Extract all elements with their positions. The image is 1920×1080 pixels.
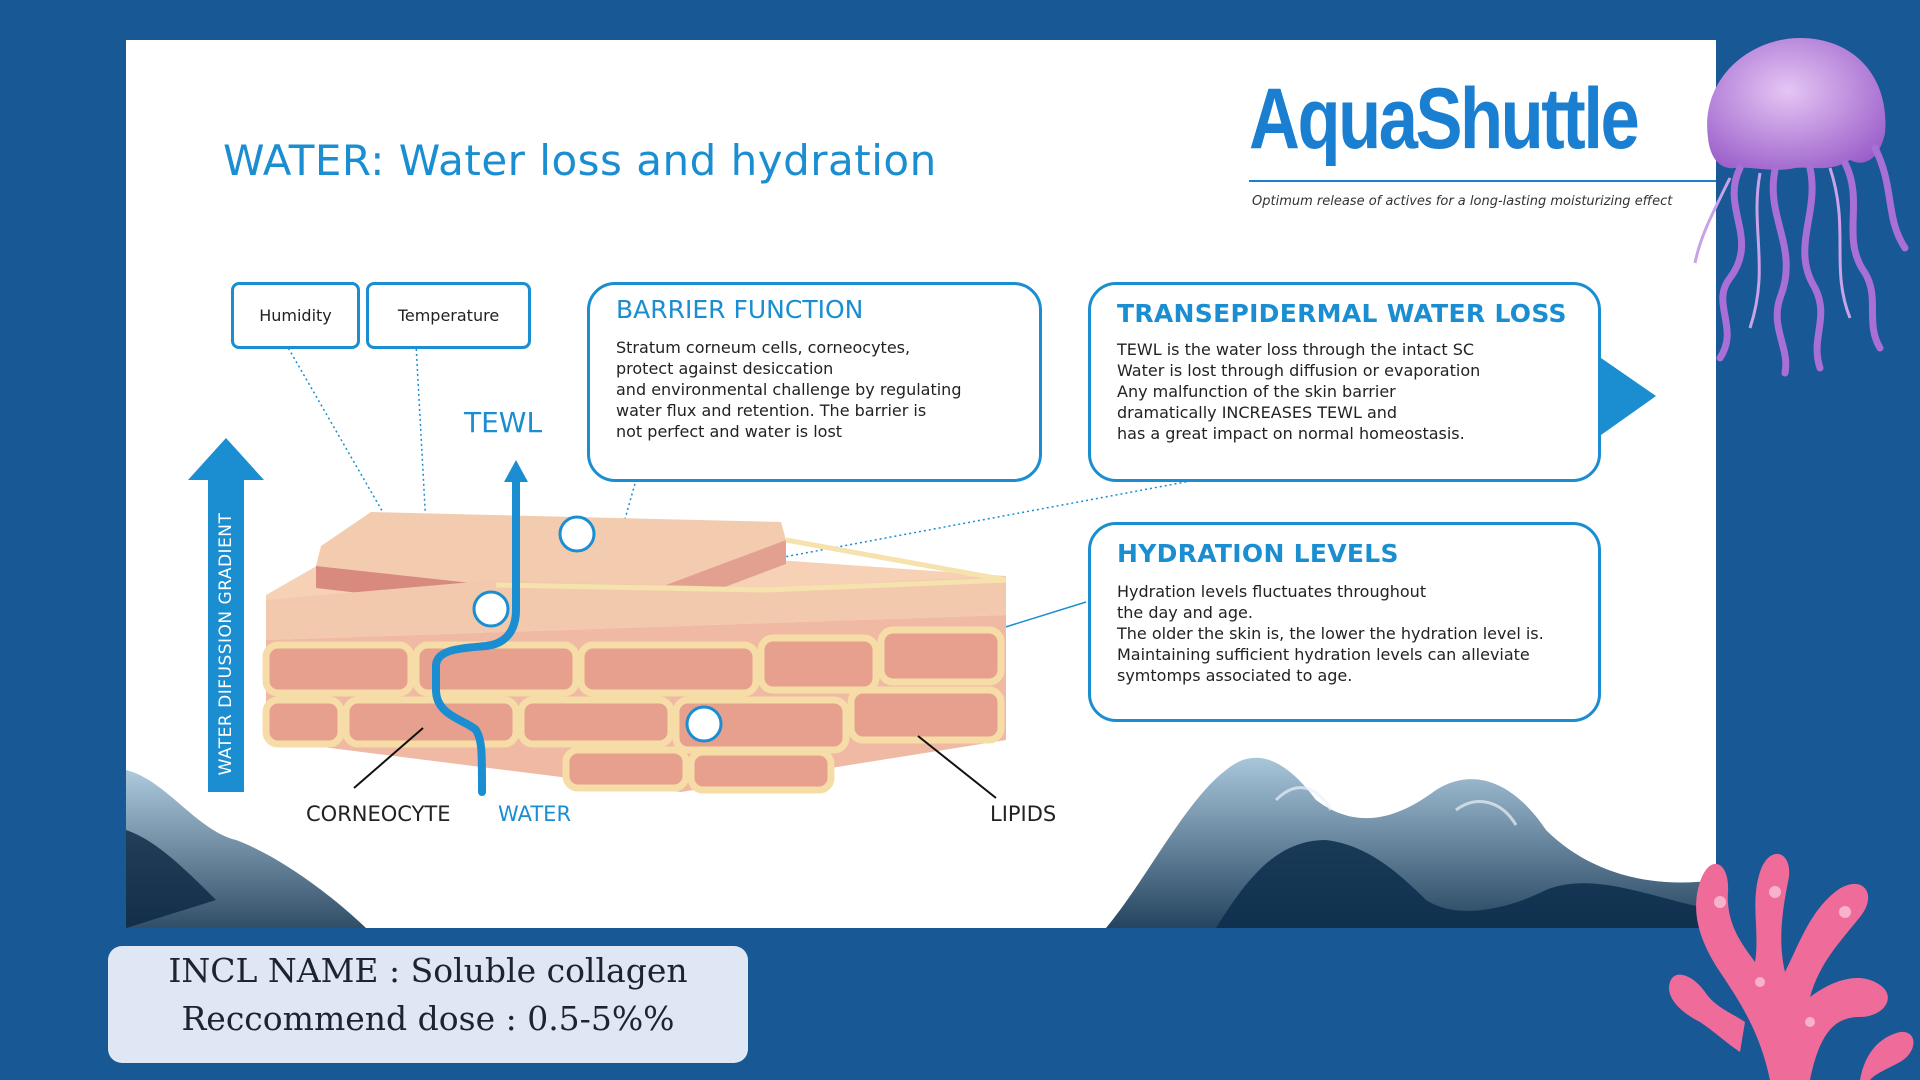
tewl-box-arrow-icon <box>1601 358 1656 435</box>
temperature-chip: Temperature <box>366 282 531 349</box>
ingredient-info-card: INCL NAME : Soluble collagen Reccommend … <box>108 946 748 1063</box>
hydration-box: HYDRATION LEVELS Hydration levels fluctu… <box>1088 522 1601 722</box>
humidity-chip: Humidity <box>231 282 360 349</box>
water-path <box>432 476 520 796</box>
barrier-pointer-icon <box>558 515 596 553</box>
slide: WATER: Water loss and hydration AquaShut… <box>126 40 1716 928</box>
hydration-box-text: Hydration levels fluctuates throughout t… <box>1117 582 1544 685</box>
hydration-box-title: HYDRATION LEVELS <box>1117 539 1399 568</box>
barrier-function-title: BARRIER FUNCTION <box>616 295 864 324</box>
tewl-box-title: TRANSEPIDERMAL WATER LOSS <box>1117 299 1567 328</box>
tewl-arrow-icon <box>504 460 528 482</box>
tewl-box-text: TEWL is the water loss through the intac… <box>1117 340 1481 443</box>
coral-icon <box>1669 853 1914 1080</box>
lipids-label: LIPIDS <box>990 802 1057 826</box>
tewl-box: TRANSEPIDERMAL WATER LOSS TEWL is the wa… <box>1088 282 1601 482</box>
corneocyte-label: CORNEOCYTE <box>306 802 451 826</box>
water-label: WATER <box>498 802 572 826</box>
recommend-dose-text: Reccommend dose : 0.5-5%% <box>181 999 675 1038</box>
barrier-function-box: BARRIER FUNCTION Stratum corneum cells, … <box>587 282 1042 482</box>
hydration-pointer-icon <box>685 705 723 743</box>
skin-barrier-illustration <box>188 343 1656 799</box>
brand-logo: AquaShuttle <box>1249 71 1640 167</box>
incl-name-text: INCL NAME : Soluble collagen <box>168 951 688 990</box>
tewl-pointer-icon <box>472 590 510 628</box>
slide-title: WATER: Water loss and hydration <box>223 136 937 185</box>
jellyfish-icon <box>1693 38 1909 377</box>
water-splash-decoration <box>126 757 1716 928</box>
logo-divider <box>1249 180 1716 182</box>
tewl-label: TEWL <box>464 406 543 439</box>
barrier-function-text: Stratum corneum cells, corneocytes, prot… <box>616 338 962 441</box>
logo-tagline: Optimum release of actives for a long-la… <box>1252 194 1673 209</box>
brick-layers <box>262 512 1007 794</box>
gradient-label: WATER DIFUSSION GRADIENT <box>216 512 236 776</box>
gradient-arrow-icon <box>188 438 264 792</box>
